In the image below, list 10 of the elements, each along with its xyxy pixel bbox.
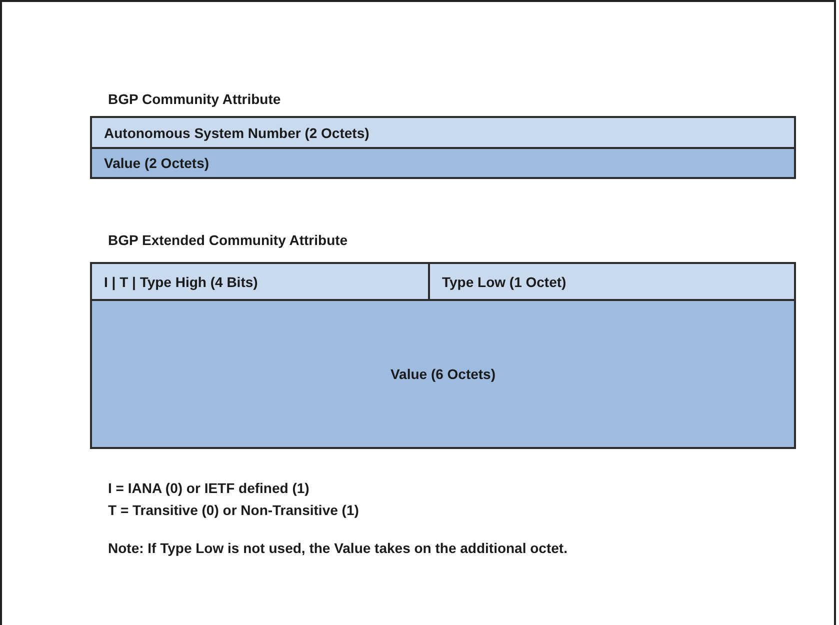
field-cell: I | T | Type High (4 Bits): [90, 262, 430, 301]
legend-note: I = IANA (0) or IETF defined (1): [108, 480, 310, 496]
field-cell: Type Low (1 Octet): [428, 262, 796, 301]
field-cell: Value (6 Octets): [90, 299, 796, 449]
footnote: Note: If Type Low is not used, the Value takes on the additional octet.: [108, 540, 568, 556]
section-heading: BGP Community Attribute: [108, 91, 281, 107]
section-heading: BGP Extended Community Attribute: [108, 232, 348, 248]
field-cell: Autonomous System Number (2 Octets): [90, 116, 796, 149]
legend-note: T = Transitive (0) or Non-Transitive (1): [108, 502, 359, 518]
field-cell: Value (2 Octets): [90, 147, 796, 179]
